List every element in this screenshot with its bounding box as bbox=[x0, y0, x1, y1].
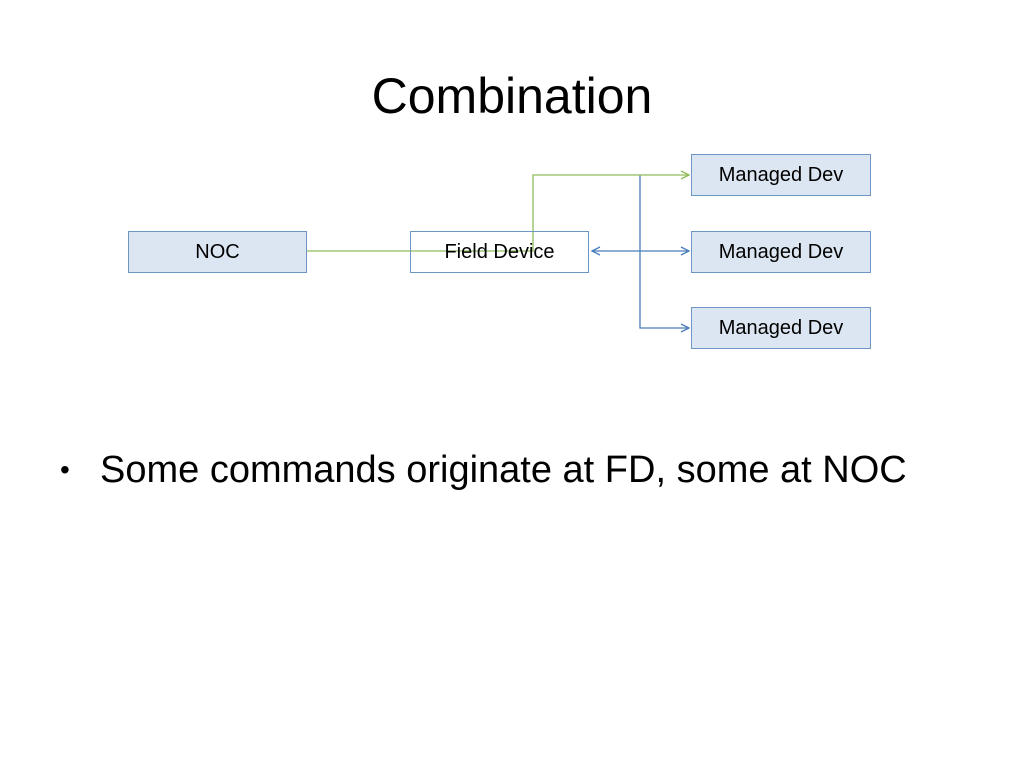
managed-device-node-1: Managed Dev bbox=[691, 154, 871, 196]
bullet-dot-icon: • bbox=[60, 454, 70, 485]
slide-title: Combination bbox=[371, 68, 653, 124]
fd-branch-link bbox=[639, 175, 689, 328]
field-device-node: Field Device bbox=[410, 231, 589, 273]
noc-node: NOC bbox=[128, 231, 307, 273]
bullet-text: Some commands originate at FD, some at N… bbox=[100, 449, 907, 491]
managed-device-node-3: Managed Dev bbox=[691, 307, 871, 349]
noc-command-link bbox=[307, 175, 689, 252]
bullet-list: • Some commands originate at FD, some at… bbox=[60, 445, 1000, 495]
managed-device-node-2: Managed Dev bbox=[691, 231, 871, 273]
bullet-item: • Some commands originate at FD, some at… bbox=[60, 445, 1000, 495]
